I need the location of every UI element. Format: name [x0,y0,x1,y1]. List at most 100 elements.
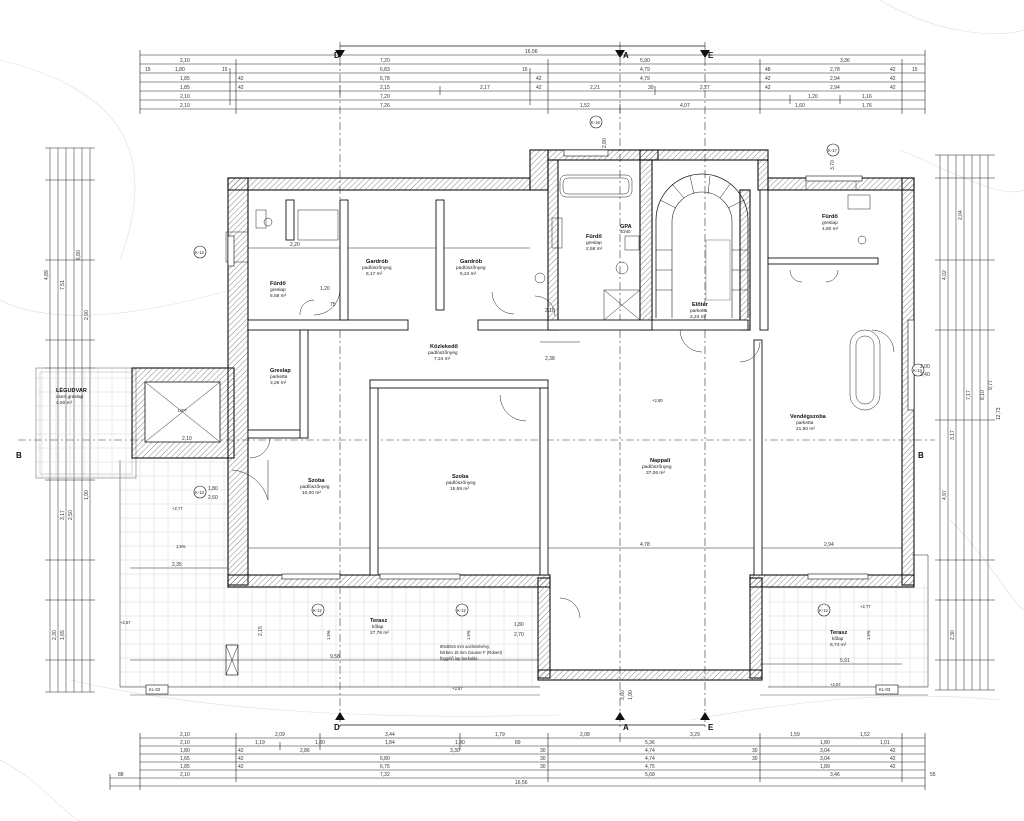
svg-text:6,80: 6,80 [380,756,390,762]
room-bathroom-1: Fürdő greslap 6,58 m² [270,281,287,299]
bottom-dimension-chains [110,737,925,787]
svg-text:2,40: 2,40 [920,372,930,378]
svg-text:kőlap: kőlap [372,624,384,630]
svg-text:4,78: 4,78 [640,542,650,548]
svg-text:B: B [16,451,22,460]
svg-text:15: 15 [522,67,528,73]
svg-text:K-16: K-16 [591,120,601,125]
svg-text:30: 30 [540,756,546,762]
svg-text:B: B [918,451,924,460]
svg-text:GPA: GPA [620,224,632,230]
svg-text:42: 42 [890,67,896,73]
svg-text:padlószőnyeg: padlószőnyeg [642,464,672,470]
svg-text:4,50 m²: 4,50 m² [56,400,73,406]
svg-text:E: E [708,51,714,60]
svg-text:parketta: parketta [690,308,708,314]
svg-text:E: E [708,723,714,732]
svg-text:2,17: 2,17 [480,85,490,91]
svg-text:8,10: 8,10 [980,390,986,400]
room-corridor: Közlekedő padlószőnyeg 7,24 m² [428,344,459,362]
svg-text:7,17: 7,17 [966,390,972,400]
svg-text:6,17 m²: 6,17 m² [366,271,383,277]
room-guest: Vendégszoba parketta 21,50 m² [790,414,827,432]
svg-text:D: D [334,51,340,60]
svg-text:5,68: 5,68 [645,772,655,778]
svg-text:7,51: 7,51 [60,280,66,290]
svg-text:padlószőnyeg: padlószőnyeg [300,484,330,490]
svg-text:cseri greslap: cseri greslap [56,394,84,400]
svg-text:+2,80: +2,80 [652,398,663,403]
svg-text:3,17: 3,17 [950,430,956,440]
svg-text:1,90: 1,90 [84,490,90,500]
door-code-tags: K-16 K-17 K-14 K-12 K-12 K-12 K-13 K-14 [145,115,925,695]
svg-text:2,10: 2,10 [180,58,190,64]
svg-text:7,26: 7,26 [380,103,390,109]
svg-text:16,56: 16,56 [525,49,538,55]
svg-text:Szoba: Szoba [452,474,469,480]
svg-text:padlószőnyeg: padlószőnyeg [428,350,458,356]
svg-text:K-13: K-13 [195,490,205,495]
svg-text:Terasz: Terasz [370,618,388,624]
svg-text:K-12: K-12 [457,608,467,613]
svg-text:1,5%: 1,5% [866,630,871,640]
svg-text:2,70: 2,70 [514,632,524,638]
svg-text:2,20: 2,20 [290,242,300,248]
svg-text:D: D [334,723,340,732]
svg-text:2,86: 2,86 [300,748,310,754]
svg-text:42: 42 [238,85,244,91]
svg-text:1,85: 1,85 [180,76,190,82]
terrace-right [760,554,929,696]
svg-text:9,58: 9,58 [330,654,340,660]
right-dimension-ticks [935,154,995,691]
svg-text:1,20: 1,20 [808,94,818,100]
top-dimension-labels: 16,56 2,10 7,20 5,90 3,36 15 1,80 15 6,8… [145,49,918,109]
svg-text:4,97: 4,97 [942,490,948,500]
svg-text:2,80: 2,80 [602,138,608,148]
svg-text:1,20: 1,20 [320,286,330,292]
windows [227,149,915,580]
svg-text:3,70: 3,70 [830,160,836,170]
svg-text:K-17: K-17 [828,148,838,153]
tag-kl02: KL-02 [145,684,169,695]
room-labels: Fürdő greslap 6,58 m² Gardrób padlószőny… [56,214,848,648]
svg-text:42: 42 [238,748,244,754]
svg-text:6,83: 6,83 [380,67,390,73]
svg-text:3,04: 3,04 [820,756,830,762]
svg-text:3,17: 3,17 [60,510,66,520]
svg-text:parketta: parketta [270,374,288,380]
svg-text:7,24 m²: 7,24 m² [434,356,451,362]
svg-text:42: 42 [765,76,771,82]
svg-text:1,80: 1,80 [180,748,190,754]
room-bathroom-2: Fürdő greslap 2,58 m² [586,234,603,252]
svg-text:KL-03: KL-03 [879,687,891,692]
svg-text:2,94: 2,94 [830,85,840,91]
svg-text:4,07: 4,07 [680,103,690,109]
svg-text:2,94: 2,94 [824,542,834,548]
svg-text:55: 55 [930,772,936,778]
svg-text:5,36: 5,36 [645,740,655,746]
room-wardrobe-1: Gardrób padlószőnyeg 6,17 m² [362,259,392,277]
svg-text:16,56: 16,56 [515,780,528,786]
svg-text:6,58 m²: 6,58 m² [270,293,287,299]
svg-text:2,10: 2,10 [180,732,190,738]
room-bedroom-1: Szoba padlószőnyeg 10,00 m² [300,478,330,496]
svg-text:1,65: 1,65 [60,630,66,640]
svg-text:Fürdő: Fürdő [822,214,838,220]
svg-text:1,80: 1,80 [820,740,830,746]
svg-text:padlószőnyeg: padlószőnyeg [446,480,476,486]
svg-text:1,59: 1,59 [790,732,800,738]
svg-text:4,75: 4,75 [645,764,655,770]
svg-text:Vendégszoba: Vendégszoba [790,414,827,420]
svg-text:3,29: 3,29 [690,732,700,738]
section-markers: D A E D A E B B [16,51,924,732]
svg-text:15: 15 [145,67,151,73]
svg-text:+2,57: +2,57 [120,620,131,625]
spiral-stair [655,173,749,318]
svg-text:2,09: 2,09 [275,732,285,738]
svg-text:Gardrób: Gardrób [460,259,483,265]
tag-k12-a: K-12 [311,603,325,617]
svg-text:greslap: greslap [586,240,602,246]
svg-text:7,32: 7,32 [380,772,390,778]
svg-text:2,90: 2,90 [84,310,90,320]
